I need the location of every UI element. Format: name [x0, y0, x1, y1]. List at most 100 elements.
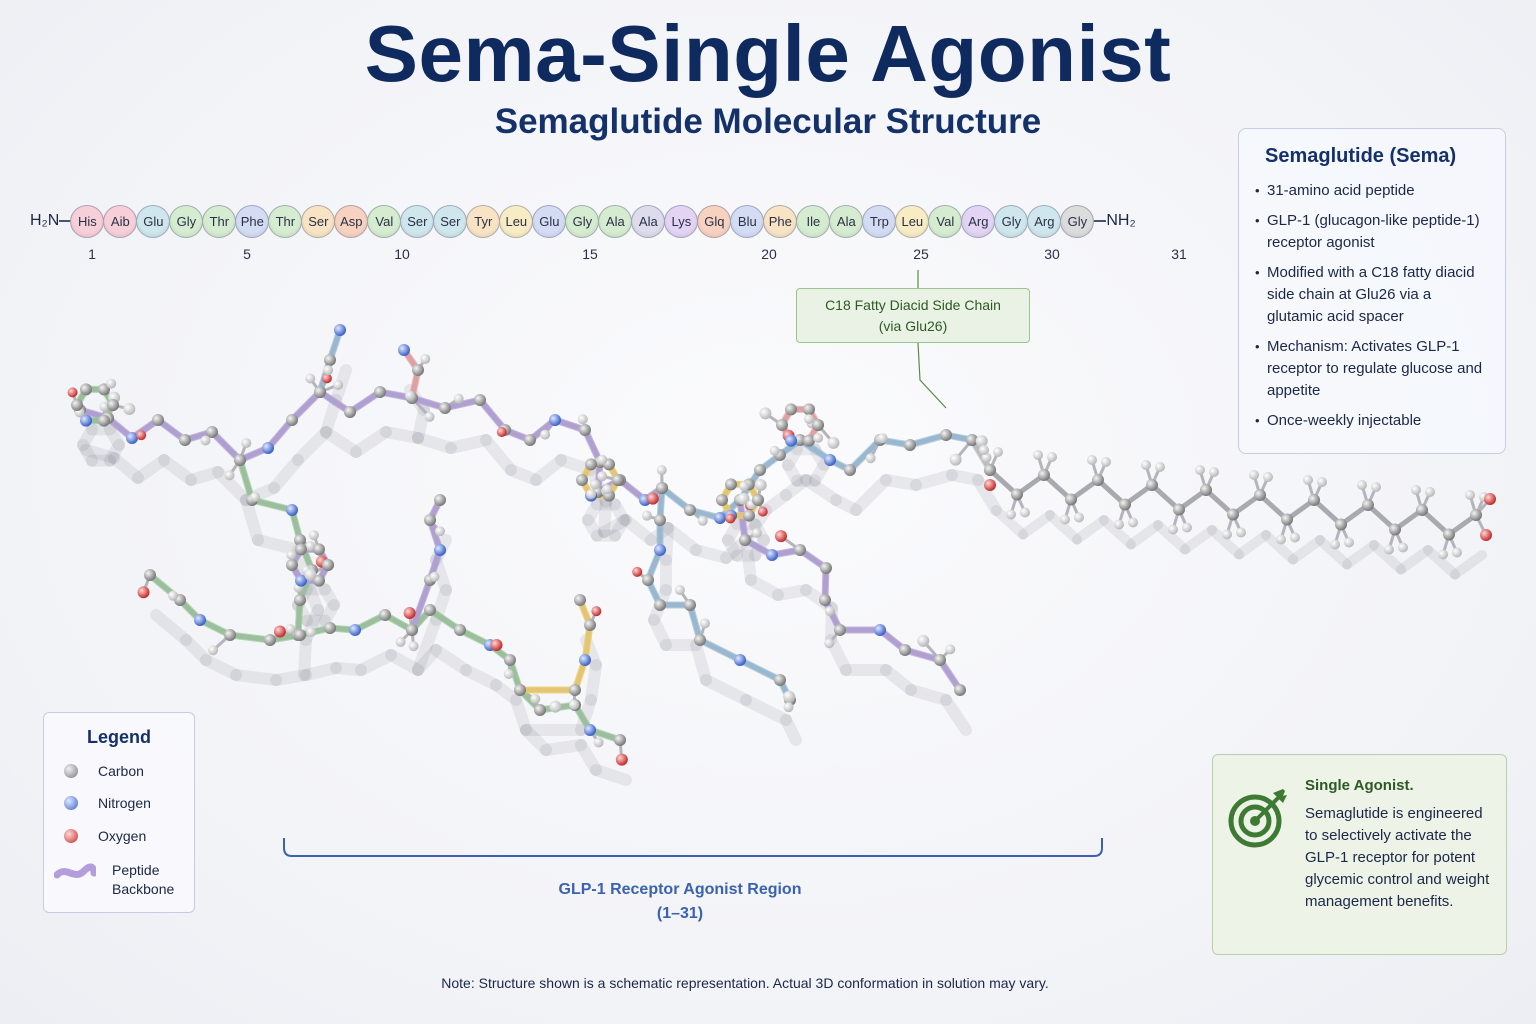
backbone-segment — [901, 646, 944, 664]
single-agonist-text: Semaglutide is engineered to selectively… — [1305, 805, 1490, 910]
hydrogen-atom — [1303, 475, 1313, 485]
hydrogen-atom — [395, 636, 406, 647]
hydrogen-atom — [674, 585, 685, 596]
hydrogen-atom — [1209, 467, 1219, 477]
nitrogen-atom — [579, 654, 591, 666]
shadow-segment — [430, 644, 472, 676]
nitrogen-atom — [398, 344, 410, 356]
oxygen-atom — [591, 606, 602, 617]
residue-28: Arg — [961, 204, 996, 238]
carbon-atom — [286, 414, 298, 426]
shadow-segment — [445, 434, 492, 454]
hydrogen-atom — [1114, 519, 1124, 530]
hydrogen-atom — [453, 393, 464, 404]
nitrogen-atom — [126, 432, 138, 444]
hydrogen-atom — [1371, 482, 1381, 492]
shadow-segment — [946, 469, 984, 486]
carbon-atom — [574, 594, 586, 606]
molecule-atoms — [67, 324, 1496, 766]
shadow-segment — [132, 454, 170, 484]
hydrogen-atom — [739, 481, 750, 492]
carbon-atom — [1389, 523, 1401, 536]
hydrogen-atom — [1290, 532, 1300, 543]
shadow-segment — [240, 494, 264, 546]
residue-29: Gly — [994, 204, 1029, 238]
backbone-segment — [846, 436, 884, 474]
carbon-atom — [1254, 489, 1266, 501]
shadow-segment — [230, 669, 282, 686]
backbone-segment — [264, 416, 296, 452]
carbon-atom — [725, 478, 737, 491]
position-number: 15 — [582, 246, 598, 262]
shadow-segment — [480, 434, 517, 476]
carbon-atom — [524, 434, 536, 446]
hydrogen-atom — [656, 465, 667, 476]
carbon-atom — [313, 543, 325, 556]
hydrogen-atom — [549, 700, 562, 713]
legend-item-backbone: Peptide Backbone — [54, 861, 192, 899]
oxygen-atom — [774, 530, 787, 543]
hydrogen-atom — [429, 571, 440, 582]
shadow-segment — [700, 674, 752, 706]
info-bullet: GLP-1 (glucagon-like peptide-1) receptor… — [1255, 210, 1487, 254]
footnote: Note: Structure shown is a schematic rep… — [441, 975, 1049, 991]
residue-14: Leu — [499, 204, 534, 238]
carbon-atom — [1227, 508, 1239, 521]
backbone-segment — [346, 388, 384, 416]
shadow-segment — [1423, 545, 1460, 580]
carbon-atom — [412, 364, 424, 376]
info-bullet: 31-amino acid peptide — [1255, 180, 1487, 202]
backbone-segment — [248, 496, 296, 514]
nitrogen-atom — [714, 512, 726, 524]
hydrogen-atom — [530, 693, 541, 704]
carbon-atom — [614, 734, 626, 746]
carbon-atom — [1173, 503, 1185, 516]
legend-label: Peptide Backbone — [112, 862, 175, 897]
shadow-segment — [319, 583, 340, 611]
carbon-atom — [1065, 493, 1077, 506]
carbon-atom — [1308, 494, 1320, 506]
shadow-segment — [910, 469, 958, 491]
shadow-segment — [412, 432, 457, 454]
carbon-atom — [98, 414, 110, 427]
hydrogen-atom — [586, 489, 597, 500]
carbon-atom — [642, 574, 654, 586]
carbon-atom — [785, 403, 797, 416]
oxygen-atom — [137, 586, 150, 599]
carbon-atom — [294, 534, 306, 546]
shadow-segment — [582, 514, 603, 542]
hydrogen-atom — [435, 526, 446, 537]
shadow-segment — [1450, 550, 1487, 580]
fatty-chain-bond — [1149, 482, 1182, 512]
shadow-segment — [505, 464, 542, 486]
shadow-segment — [598, 514, 632, 538]
shadow-segment — [1180, 525, 1217, 555]
shadow-segment — [104, 439, 125, 467]
backbone-segment — [736, 496, 749, 544]
shadow-segment — [1207, 525, 1244, 560]
hydrogen-atom — [589, 479, 600, 490]
residue-1: His — [70, 204, 105, 238]
backbone-segment — [208, 428, 244, 464]
hydrogen-atom — [168, 590, 179, 601]
hydrogen-atom — [286, 550, 297, 561]
fatty-chain-bond — [1365, 502, 1398, 532]
carbon-atom — [324, 354, 336, 366]
carbon-atom — [313, 574, 325, 587]
hydrogen-atom — [306, 627, 317, 638]
hydrogen-atom — [405, 390, 416, 401]
carbon-atom — [324, 622, 336, 634]
oxygen-atom — [136, 430, 147, 441]
hydrogen-atom — [1465, 490, 1475, 500]
nitrogen-atom — [295, 574, 307, 587]
hydrogen-atom — [597, 471, 608, 482]
hydrogen-atom — [208, 645, 219, 656]
residue-17: Ala — [598, 204, 633, 238]
oxygen-atom — [321, 373, 332, 384]
hydrogen-atom — [1249, 470, 1259, 480]
oxygen-atom — [1484, 493, 1496, 505]
legend-panel: Legend Carbon Nitrogen Oxygen Peptide Ba… — [43, 712, 195, 913]
shadow-segment — [80, 444, 120, 464]
hydrogen-atom — [1411, 485, 1421, 495]
